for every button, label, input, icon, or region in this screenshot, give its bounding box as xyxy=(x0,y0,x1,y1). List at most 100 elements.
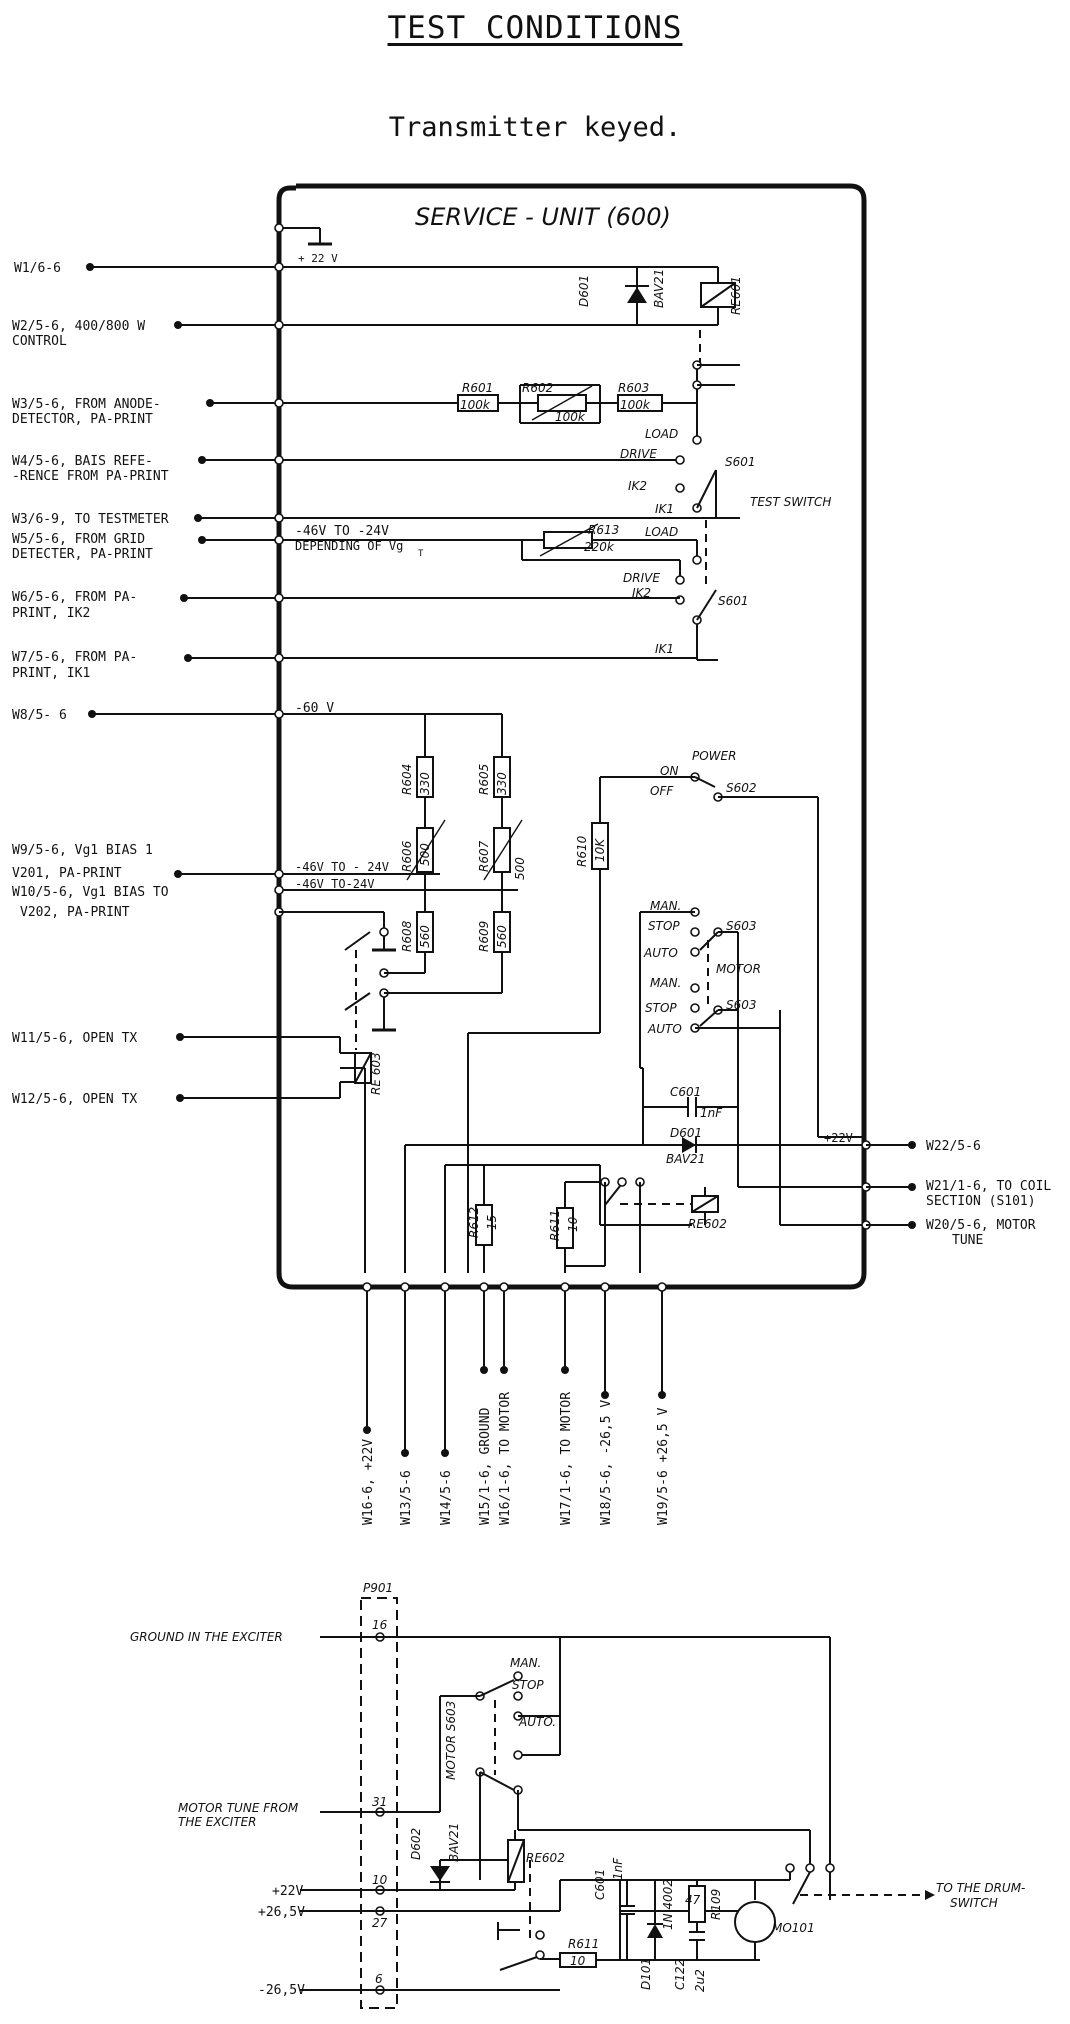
terminal-w3-testmeter xyxy=(194,513,740,523)
p901-label: P901 xyxy=(363,1581,393,1595)
exciter-auto-label: AUTO. xyxy=(518,1715,556,1729)
terminal-label: W7/5-6, FROM PA- xyxy=(12,650,137,665)
exciter-p265-label: +26,5V xyxy=(258,1905,305,1920)
terminal-label: W3/5-6, FROM ANODE- xyxy=(12,397,161,412)
c122-label: C122 xyxy=(673,1959,687,1990)
right-terminal-label: W22/5-6 xyxy=(926,1139,981,1154)
page-title: TEST CONDITIONS xyxy=(387,10,683,46)
re602-label: RE602 xyxy=(688,1217,727,1231)
r604-label: R604 xyxy=(400,764,414,795)
d101-value: 1N 4002 xyxy=(661,1879,675,1930)
ik1-label: IK1 xyxy=(655,502,674,516)
r606-label: R606 xyxy=(400,840,414,872)
terminal-label: W10/5-6, Vg1 BIAS TO xyxy=(12,885,169,900)
s603-label-2: S603 xyxy=(726,998,757,1012)
terminal-label: -RENCE FROM PA-PRINT xyxy=(12,469,169,484)
service-unit-box xyxy=(276,183,867,1290)
ik1-label-2: IK1 xyxy=(655,642,674,656)
load-label: LOAD xyxy=(645,427,678,441)
exciter-motor-switch xyxy=(439,1671,811,1880)
r610-value: 10K xyxy=(593,838,607,862)
terminal-w1 xyxy=(86,262,718,272)
d101-label: D101 xyxy=(639,1958,653,1990)
drum-switch xyxy=(775,1863,935,1905)
s601-label-2: S601 xyxy=(718,594,749,608)
r608-value: 560 xyxy=(418,925,432,948)
d601-label: D601 xyxy=(577,275,591,307)
relay-re603-contacts xyxy=(274,907,502,1050)
v22b-label: +22V xyxy=(824,1131,853,1145)
r607-value: 500 xyxy=(513,857,527,880)
bottom-terminal-label: W16-6, +22V xyxy=(361,1439,376,1525)
motor-label: MOTOR xyxy=(716,962,761,976)
bav21b-label: BAV21 xyxy=(666,1152,705,1166)
c122-value: 2u2 xyxy=(693,1969,707,1992)
right-terminal-label: W20/5-6, MOTOR xyxy=(926,1218,1036,1233)
c601-value: 1nF xyxy=(700,1106,723,1120)
motor-tune-label-1: MOTOR TUNE FROM xyxy=(178,1801,299,1815)
exciter-p22-label: +22V xyxy=(272,1884,303,1899)
supply-22v xyxy=(274,223,332,246)
bottom-terminal-label: W15/1-6, GROUND xyxy=(478,1407,493,1525)
on-label: ON xyxy=(660,764,678,778)
terminal-label: W2/5-6, 400/800 W xyxy=(12,319,145,334)
r612-value: 15 xyxy=(485,1215,499,1230)
exciter-r611-label: R611 xyxy=(568,1937,599,1951)
terminal-label: DETECTER, PA-PRINT xyxy=(12,547,153,562)
test-switch-label: TEST SWITCH xyxy=(750,495,831,509)
d601b-label: D601 xyxy=(670,1126,702,1140)
terminal-label: W9/5-6, Vg1 BIAS 1 xyxy=(12,843,153,858)
power-label: POWER xyxy=(692,749,736,763)
bottom-terminal-label: W14/5-6 xyxy=(439,1470,454,1525)
pin27-label: 27 xyxy=(372,1916,388,1930)
r608-label: R608 xyxy=(400,920,414,952)
terminal-label: PRINT, IK1 xyxy=(12,666,90,681)
motor-drive-circuit xyxy=(405,1053,866,1225)
terminal-w2 xyxy=(174,320,718,330)
man-label: MAN. xyxy=(650,899,681,913)
switch-s602 xyxy=(467,772,870,1273)
motor-tune-label-2: THE EXCITER xyxy=(178,1815,257,1829)
terminal-label: W3/6-9, TO TESTMETER xyxy=(12,512,169,527)
s602-label: S602 xyxy=(726,781,757,795)
v46a-sub: T xyxy=(418,549,424,559)
v46a-note: DEPENDING OF Vg xyxy=(295,539,403,553)
pin31-label: 31 xyxy=(372,1795,387,1809)
exciter-n265-label: -26,5V xyxy=(258,1983,305,1998)
drum-label-2: SWITCH xyxy=(950,1896,998,1910)
v46a-label: -46V TO -24V xyxy=(295,524,389,539)
drive-label: DRIVE xyxy=(620,447,657,461)
exciter-stop-label: STOP xyxy=(512,1678,544,1692)
v46b-label: -46V TO - 24V xyxy=(295,860,389,874)
right-terminal-label: TUNE xyxy=(952,1233,983,1248)
exciter-relay-circuit xyxy=(300,1830,775,1991)
r611-value: 10 xyxy=(566,1216,580,1232)
switch-s601-lower xyxy=(675,589,718,661)
terminal-label: W11/5-6, OPEN TX xyxy=(12,1031,137,1046)
exciter-ground-label: GROUND IN THE EXCITER xyxy=(130,1630,283,1644)
auto-label-2: AUTO xyxy=(647,1022,682,1036)
relay-re602-contacts xyxy=(404,1145,692,1273)
r613-label: R613 xyxy=(588,523,619,537)
off-label: OFF xyxy=(650,784,674,798)
s601-label: S601 xyxy=(725,455,756,469)
pin16-label: 16 xyxy=(372,1618,388,1632)
bottom-terminal-label: W17/1-6, TO MOTOR xyxy=(559,1392,574,1525)
terminal-w4 xyxy=(198,455,685,465)
exciter-motor-s603-label: MOTOR S603 xyxy=(444,1701,458,1780)
r603-label: R603 xyxy=(618,381,649,395)
auto-label: AUTO xyxy=(643,946,678,960)
terminal-label: W6/5-6, FROM PA- xyxy=(12,590,137,605)
r109-value: 47 xyxy=(685,1893,701,1907)
right-terminals xyxy=(405,1140,916,1230)
stop-label-2: STOP xyxy=(645,1001,677,1015)
mo101-label: MO101 xyxy=(772,1921,815,1935)
terminal-w6 xyxy=(180,593,680,603)
r609-value: 560 xyxy=(495,925,509,948)
s603-label: S603 xyxy=(726,919,757,933)
r109-label: R109 xyxy=(709,1889,723,1920)
drum-label-1: TO THE DRUM- xyxy=(936,1881,1025,1895)
r601-value: 100k xyxy=(460,398,491,412)
r611-label: R611 xyxy=(548,1210,562,1241)
v60-label: -60 V xyxy=(295,701,334,716)
